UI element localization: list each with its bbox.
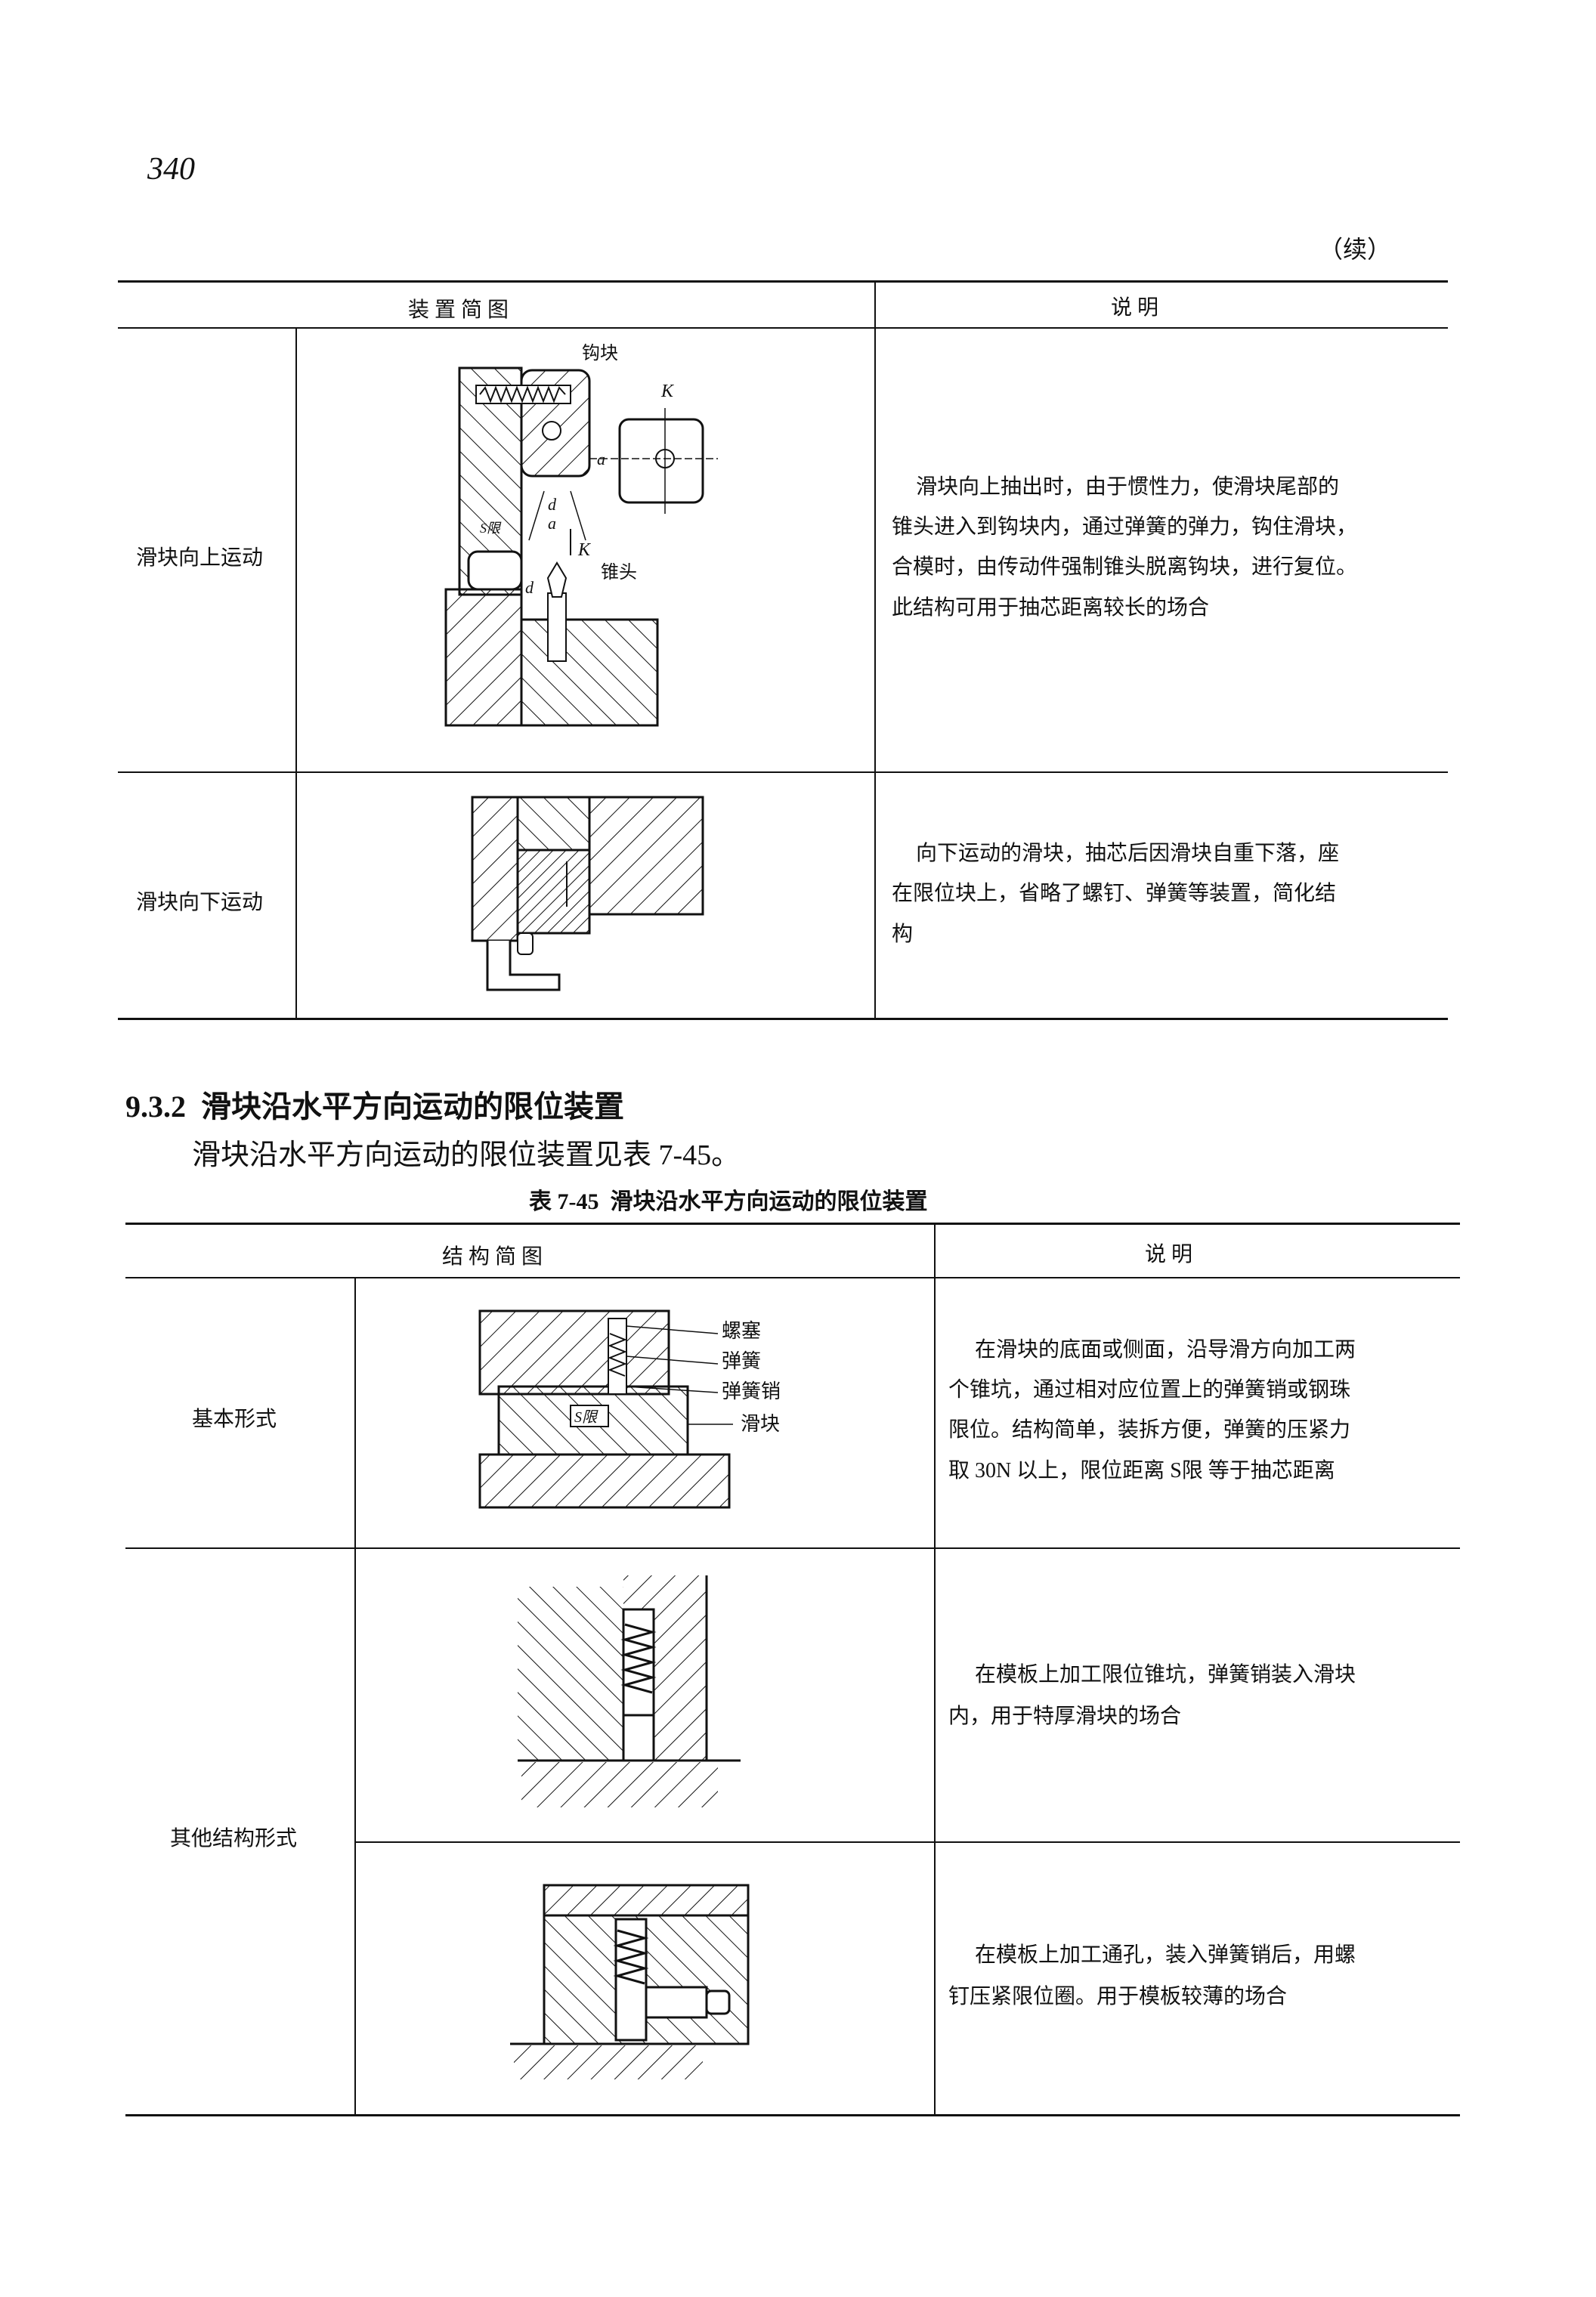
description-line: 在模板上加工限位锥坑，弹簧销装入滑块 [975, 1663, 1356, 1686]
k-view-label: K [660, 382, 675, 401]
hook-label: 钩块 [582, 343, 618, 363]
table-1-top-rule [118, 280, 1448, 283]
row-divider [118, 771, 1448, 773]
description-line: 锥头进入到钩块内，通过弹簧的弹力，钩住滑块， [892, 515, 1358, 539]
description-line: 合模时，由传动件强制锥头脱离钩块，进行复位。 [892, 555, 1358, 579]
table-2-top-rule [125, 1223, 1460, 1225]
diameter-label: d [548, 495, 557, 514]
column-divider [934, 1223, 936, 2116]
section-heading: 9.3.2 滑块沿水平方向运动的限位装置 [125, 1082, 624, 1126]
diagram-basic-form: S限 螺塞 弹簧 弹簧销 滑块 [478, 1309, 781, 1509]
stroke-label: S限 [480, 521, 502, 536]
description-line: 向下运动的滑块，抽芯后因滑块自重下落，座 [916, 842, 1340, 865]
caption-number: 表 7-45 [529, 1189, 599, 1214]
k-arrow-label: K [577, 540, 592, 560]
continued-mark: （续） [1319, 236, 1392, 263]
cone-label: 锥头 [601, 562, 637, 583]
description-line: 在模板上加工通孔，装入弹簧销后，用螺 [975, 1943, 1356, 1967]
section-title: 滑块沿水平方向运动的限位装置 [201, 1090, 624, 1124]
angle-label: a [597, 450, 605, 468]
table-caption: 表 7-45 滑块沿水平方向运动的限位装置 [529, 1183, 928, 1216]
row-divider [125, 1547, 1460, 1549]
table-2-bottom-rule [125, 2114, 1460, 2116]
description-line: 滑块向上抽出时，由于惯性力，使滑块尾部的 [916, 475, 1340, 499]
header-diagram: 装 置 简 图 [408, 298, 509, 322]
diagram-thin-plate [510, 1884, 750, 2079]
row-label: 滑块向下运动 [136, 891, 264, 914]
table-1-header-rule [118, 327, 1448, 329]
label-column-divider [354, 1278, 356, 2116]
diameter-label: d [525, 578, 534, 597]
table-1-bottom-rule [118, 1018, 1448, 1020]
table-2-header-rule [125, 1277, 1460, 1278]
section-body: 滑块沿水平方向运动的限位装置见表 7-45。 [192, 1139, 741, 1171]
spring-pin-label: 弹簧销 [722, 1380, 781, 1402]
angle-label: a [548, 514, 556, 533]
header-description: 说 明 [1145, 1243, 1193, 1266]
row-label: 基本形式 [192, 1408, 277, 1431]
description-line: 构 [892, 923, 914, 946]
description-line: 个锥坑，通过相对应位置上的弹簧销或钢珠 [948, 1378, 1351, 1402]
description-line: 内，用于特厚滑块的场合 [948, 1705, 1182, 1728]
row-label: 其他结构形式 [170, 1827, 298, 1850]
description-line: 在滑块的底面或侧面，沿导滑方向加工两 [975, 1338, 1356, 1362]
description-line: 取 30N 以上，限位距离 S限 等于抽芯距离 [948, 1459, 1335, 1482]
diagram-slider-down [471, 796, 704, 991]
diagram-thick-slider [518, 1575, 741, 1807]
caption-title: 滑块沿水平方向运动的限位装置 [610, 1189, 928, 1214]
description-line: 限位。结构简单，装拆方便，弹簧的压紧力 [948, 1418, 1351, 1442]
header-diagram: 结 构 简 图 [442, 1245, 543, 1269]
description-line: 在限位块上，省略了螺钉、弹簧等装置，简化结 [892, 882, 1337, 905]
spring-label: 弹簧 [722, 1350, 761, 1372]
label-column-divider [295, 328, 297, 1019]
section-number: 9.3.2 [125, 1090, 186, 1124]
page-number: 340 [147, 152, 195, 187]
description-line: 钉压紧限位圈。用于模板较薄的场合 [948, 1985, 1288, 2008]
row-label: 滑块向上运动 [136, 546, 264, 570]
description-line: 此结构可用于抽芯距离较长的场合 [892, 596, 1210, 620]
header-description: 说 明 [1111, 296, 1159, 320]
limit-distance-label: S限 [574, 1409, 598, 1426]
diagram-slider-up: 钩块 K a d a K 锥头 d S限 [444, 343, 718, 727]
row-divider [354, 1841, 1460, 1843]
slider-label: 滑块 [741, 1413, 780, 1435]
plug-label: 螺塞 [722, 1320, 761, 1342]
column-divider [874, 281, 876, 1019]
